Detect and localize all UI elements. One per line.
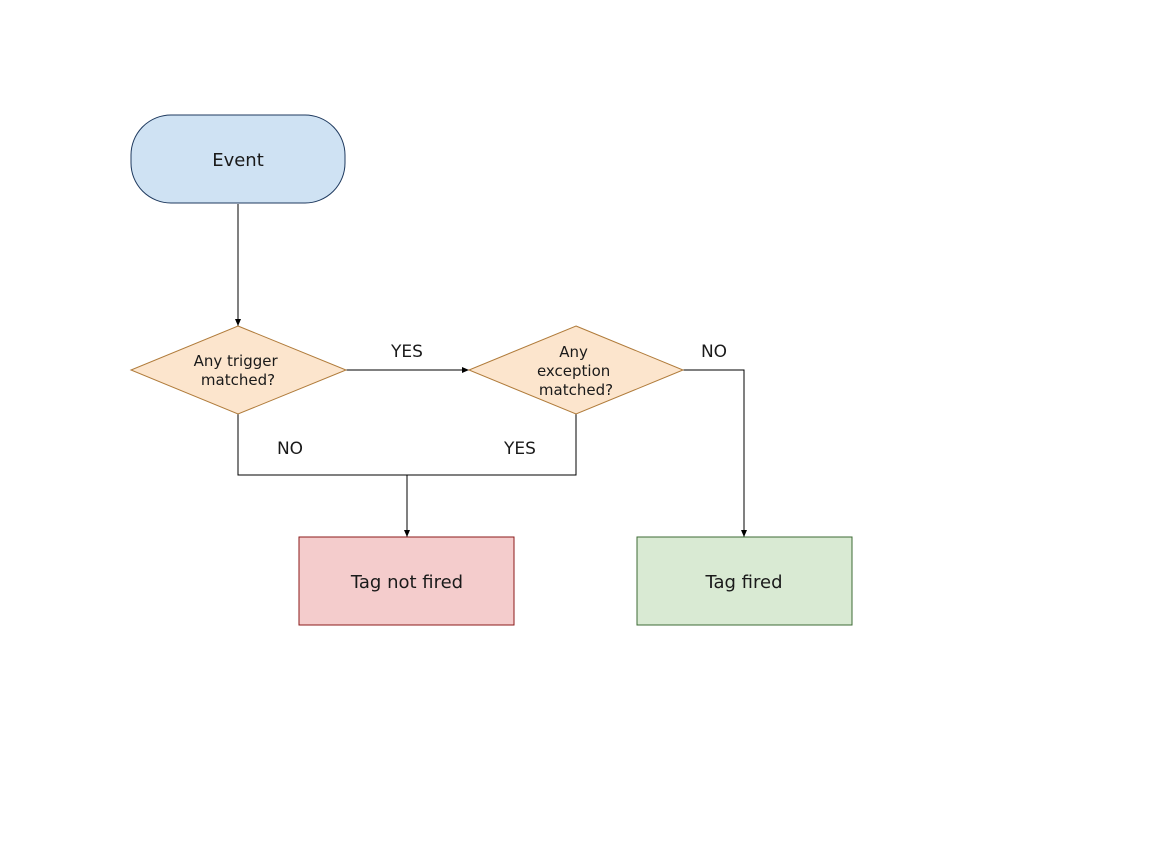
trigger-decision-label: Any trigger matched? xyxy=(194,352,283,389)
connector-trigger-no xyxy=(237,414,407,476)
tag-fired-label: Tag fired xyxy=(704,572,782,593)
connector-exception-yes xyxy=(407,414,577,476)
tag-not-fired-shape xyxy=(298,536,515,626)
connector-exception-no-to-fired xyxy=(683,369,747,537)
exception-decision-label: Any exception matched? xyxy=(537,343,615,399)
event-node-label: Event xyxy=(212,150,264,171)
exception-decision-line-3: matched? xyxy=(539,381,613,399)
tag-not-fired-node: Tag not fired xyxy=(298,536,515,626)
tag-fired-shape xyxy=(636,536,853,626)
exception-decision-shape xyxy=(467,325,685,415)
trigger-decision-shape xyxy=(129,325,348,415)
exception-decision-line-1: Any xyxy=(559,343,588,361)
exception-decision: Any exception matched? xyxy=(467,325,685,415)
edge-label-exception-no: NO xyxy=(701,342,727,362)
event-node: Event xyxy=(130,114,346,204)
edge-label-exception-yes: YES xyxy=(503,439,536,459)
tag-not-fired-label: Tag not fired xyxy=(350,572,463,593)
trigger-decision: Any trigger matched? xyxy=(129,325,348,415)
trigger-decision-line-1: Any trigger xyxy=(194,352,279,370)
edge-label-trigger-yes: YES xyxy=(390,342,423,362)
trigger-decision-line-2: matched? xyxy=(201,371,275,389)
exception-decision-line-2: exception xyxy=(537,362,610,380)
edge-label-trigger-no: NO xyxy=(277,439,303,459)
event-node-shape xyxy=(130,114,346,204)
tag-fired-node: Tag fired xyxy=(636,536,853,626)
